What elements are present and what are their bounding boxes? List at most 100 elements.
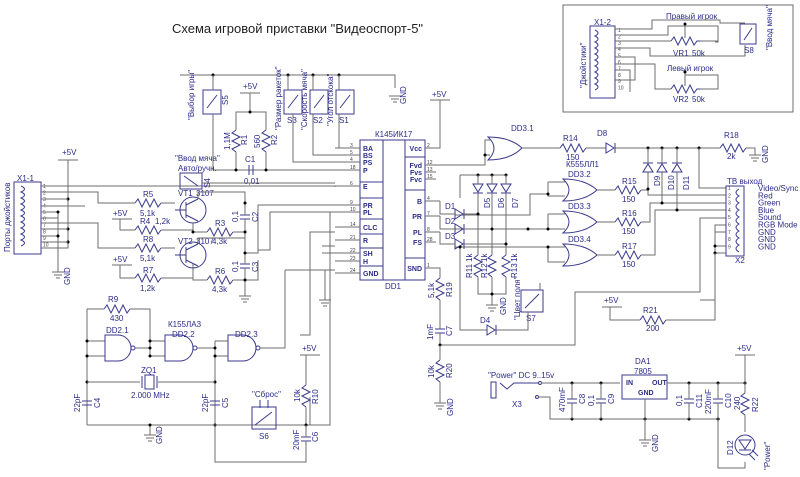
x3-jack xyxy=(490,381,497,399)
r12-resistor xyxy=(486,254,498,278)
vr1-label: VR1 xyxy=(673,49,689,58)
dd1-pin-label: Fvs xyxy=(410,170,422,177)
d10-label: D10 xyxy=(667,175,676,190)
wire xyxy=(41,185,336,187)
dd1-pin-label: SH xyxy=(363,251,373,258)
dd1-pin-number: 21 xyxy=(350,235,356,241)
r19-resistor xyxy=(434,277,446,301)
wire xyxy=(717,383,746,469)
d3-label: D3 xyxy=(445,232,456,241)
wire xyxy=(425,139,490,166)
d12-label: D12 xyxy=(726,440,735,455)
r4-resistor xyxy=(134,224,162,236)
d4-diode xyxy=(486,324,497,336)
x1-1-label: X1-1 xyxy=(17,174,34,183)
dd1-pin-number: 4 xyxy=(350,157,353,163)
r7-value: 1,2k xyxy=(140,284,156,293)
r14-label: R14 xyxy=(563,134,578,143)
dd3-3-label: DD3.3 xyxy=(568,202,591,211)
vt2-type: 3107 xyxy=(196,237,214,246)
c5-capacitor xyxy=(210,400,220,406)
wire xyxy=(235,93,267,130)
c3-value: 0,1 xyxy=(231,260,240,272)
power-jack-label: "Power" DC 9..15v xyxy=(488,371,554,380)
dd1-pin-label: H xyxy=(363,259,368,266)
dd2-2-label: DD2.2 xyxy=(172,330,195,339)
d4-label: D4 xyxy=(480,316,491,325)
inset-wire xyxy=(615,45,746,57)
s5-label: S5 xyxy=(221,95,230,105)
x1-1-pin-number: 3 xyxy=(43,197,46,203)
x3-contact xyxy=(499,382,540,390)
dd2-3-gate xyxy=(227,334,257,362)
vr2-label: VR2 xyxy=(673,95,689,104)
dd1-pin-label: CLC xyxy=(363,225,377,232)
inset-pin-number: 8 xyxy=(618,73,621,79)
dd1-pin-number: 9 xyxy=(350,200,353,206)
s1-label: S1 xyxy=(339,116,349,125)
inset-wire xyxy=(615,56,719,90)
wire xyxy=(119,265,135,279)
wire xyxy=(305,212,331,426)
c4-capacitor xyxy=(82,400,92,406)
d5-label: D5 xyxy=(483,197,492,208)
dd3-type: К555ЛЛ1 xyxy=(566,160,600,169)
vt1-label: VT1 xyxy=(178,189,193,198)
r3-resistor xyxy=(206,226,234,238)
r8-label: R8 xyxy=(143,235,154,244)
da1-in: IN xyxy=(626,380,633,387)
wire xyxy=(700,253,716,301)
vt1-transistor xyxy=(175,196,207,224)
r22-label: R22 xyxy=(751,397,760,412)
wire xyxy=(212,75,335,171)
d12-function: "Power" xyxy=(763,441,772,470)
gnd-label: GND xyxy=(499,297,508,315)
dd2-2-gate xyxy=(164,334,194,362)
r1-label: R1 xyxy=(240,134,249,145)
r8-value: 5,1k xyxy=(140,254,156,263)
wire xyxy=(455,181,565,216)
gnd-label: GND xyxy=(651,434,660,452)
c10-value: 220mF xyxy=(704,389,713,414)
ground-symbol xyxy=(434,402,446,410)
c9-value: 0,1 xyxy=(587,394,596,406)
da1-label: DA1 xyxy=(635,357,651,366)
dd1-pin-label: PR xyxy=(363,203,373,210)
inset-pin-number: 9 xyxy=(618,79,621,85)
dd1-pin-number: 22 xyxy=(350,248,356,254)
wire xyxy=(214,425,307,463)
x1-1-pin-number: 5 xyxy=(43,210,46,216)
inset-right-player: Правый игрок xyxy=(666,12,718,21)
r2-label: R2 xyxy=(270,134,279,145)
d11-label: D11 xyxy=(682,175,691,190)
r11-label: R11 xyxy=(465,263,474,278)
wire xyxy=(609,307,640,321)
c11-capacitor xyxy=(684,398,694,404)
vcc-label: +5V xyxy=(302,344,317,353)
vcc-label: +5V xyxy=(113,255,128,264)
r9-resistor xyxy=(103,303,131,315)
x2-pin-number: 3 xyxy=(728,201,731,207)
gnd-label: GND xyxy=(399,86,408,104)
wire xyxy=(119,219,135,231)
dd1-pin-label: E xyxy=(363,184,368,191)
wire xyxy=(287,75,335,163)
c10-capacitor xyxy=(713,398,723,404)
inset-pin-number: 3 xyxy=(618,41,621,47)
vcc-label: +5V xyxy=(737,344,752,353)
vr2-value: 50k xyxy=(692,95,706,104)
dd3-2-gate xyxy=(561,178,598,202)
dd3-2-label: DD3.2 xyxy=(568,170,591,179)
tv-out-signal: Blue xyxy=(758,206,775,215)
r12-label: R12 xyxy=(480,263,489,278)
r2-resistor xyxy=(260,129,272,153)
r10-resistor xyxy=(300,384,312,408)
r17-resistor xyxy=(614,249,642,261)
d1-label: D1 xyxy=(445,202,456,211)
dd1-pin-number: 14 xyxy=(350,222,356,228)
r9-value: 430 xyxy=(110,314,124,323)
dd1-pin-number: 5 xyxy=(350,150,353,156)
r6-resistor xyxy=(206,274,234,286)
s3-label: S3 xyxy=(287,116,297,125)
inset-wire xyxy=(615,69,631,92)
